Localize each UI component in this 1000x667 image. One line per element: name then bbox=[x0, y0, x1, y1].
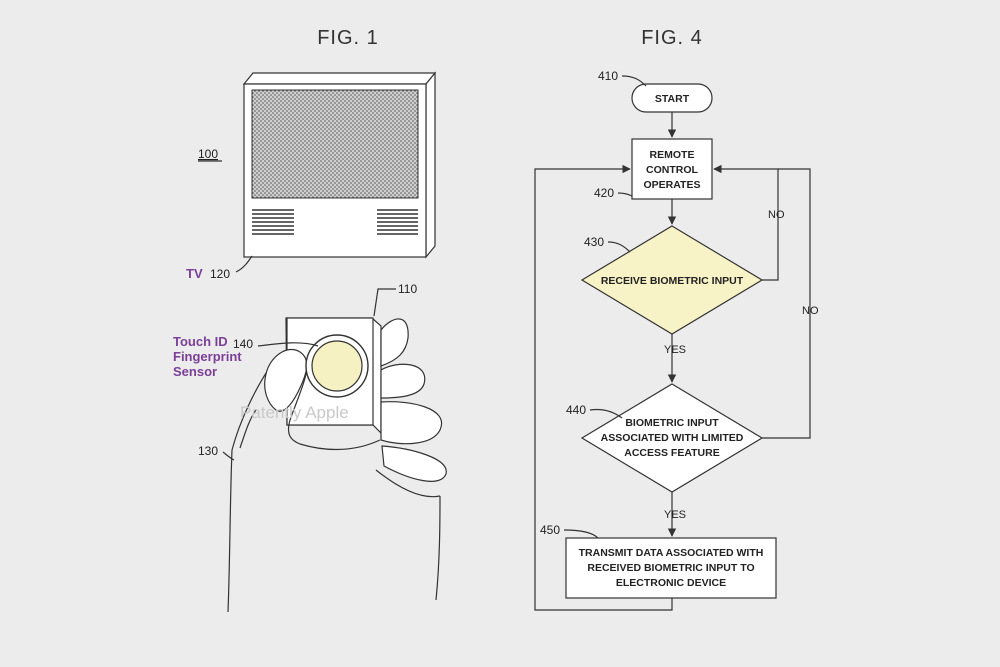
edge-label-no-1: NO bbox=[768, 209, 785, 221]
hand-outline bbox=[227, 351, 441, 613]
ref-remote-node: 420 bbox=[594, 186, 614, 200]
tv-speaker-left bbox=[252, 209, 294, 235]
tv-illustration bbox=[242, 71, 437, 259]
tv-side-face bbox=[425, 71, 436, 259]
ref-associated-node-leader bbox=[589, 408, 623, 419]
edge-label-yes-1: YES bbox=[664, 344, 686, 356]
tv-annotation: TV bbox=[186, 266, 203, 281]
tv-speaker-right bbox=[377, 209, 418, 235]
ref-sensor-label: 140 bbox=[233, 337, 253, 351]
remote-and-hand-illustration bbox=[227, 317, 447, 613]
tv-top-face bbox=[242, 72, 437, 85]
fig1: FIG. 1 100 TV 120 bbox=[173, 27, 447, 613]
associated-node-line3: ACCESS FEATURE bbox=[624, 447, 719, 459]
finger-ring bbox=[380, 401, 443, 445]
ref-system-label: 100 bbox=[198, 147, 218, 161]
remote-node-line2: CONTROL bbox=[646, 164, 698, 176]
fig1-title: FIG. 1 bbox=[317, 27, 379, 49]
ref-hand-label: 130 bbox=[198, 444, 218, 458]
sensor-annotation-line3: Sensor bbox=[173, 364, 217, 379]
sensor-annotation-line1: Touch ID bbox=[173, 334, 228, 349]
receive-node-label: RECEIVE BIOMETRIC INPUT bbox=[601, 275, 744, 287]
ref-sensor-leader bbox=[257, 342, 319, 347]
hand-crease bbox=[239, 409, 257, 449]
associated-node-line1: BIOMETRIC INPUT bbox=[625, 417, 719, 429]
remote-node-line3: OPERATES bbox=[644, 179, 701, 191]
transmit-node-line1: TRANSMIT DATA ASSOCIATED WITH bbox=[579, 547, 764, 559]
edge-label-yes-2: YES bbox=[664, 509, 686, 521]
ref-hand-leader bbox=[222, 451, 235, 461]
ref-remote-label: 110 bbox=[398, 282, 417, 296]
finger-middle bbox=[380, 363, 426, 399]
sensor-annotation-line2: Fingerprint bbox=[173, 349, 242, 364]
finger-pinky bbox=[381, 445, 447, 482]
transmit-node-line2: RECEIVED BIOMETRIC INPUT TO bbox=[587, 562, 754, 574]
watermark: Patently Apple bbox=[240, 403, 349, 422]
ref-tv-label: 120 bbox=[210, 267, 230, 281]
ref-receive-node-leader bbox=[607, 241, 631, 253]
start-node-label: START bbox=[655, 93, 690, 105]
ref-remote-leader bbox=[373, 288, 396, 317]
ref-start-leader bbox=[621, 75, 647, 87]
edge-transmit-return bbox=[534, 164, 673, 611]
edge-associated-no bbox=[762, 168, 811, 439]
associated-node-line2: ASSOCIATED WITH LIMITED bbox=[601, 432, 744, 444]
remote-node-line1: REMOTE bbox=[650, 149, 695, 161]
ref-remote-node-leader bbox=[617, 192, 633, 197]
thumb bbox=[264, 348, 308, 412]
fig4-title: FIG. 4 bbox=[641, 27, 703, 49]
fig4: FIG. 4 START 410 REMOTE CONTROL OPERATES… bbox=[534, 27, 819, 611]
ref-start: 410 bbox=[598, 69, 618, 83]
ref-associated-node: 440 bbox=[566, 403, 586, 417]
transmit-data-node bbox=[565, 537, 777, 599]
finger-top bbox=[380, 318, 409, 367]
tv-screen bbox=[251, 89, 419, 199]
ref-tv-leader bbox=[235, 255, 253, 273]
touch-id-sensor bbox=[311, 340, 363, 392]
ref-transmit-node: 450 bbox=[540, 523, 560, 537]
edge-receive-no bbox=[713, 164, 779, 281]
edge-label-no-2: NO bbox=[802, 305, 819, 317]
ref-receive-node: 430 bbox=[584, 235, 604, 249]
ref-transmit-node-leader bbox=[563, 529, 599, 539]
transmit-node-line3: ELECTRONIC DEVICE bbox=[616, 577, 726, 589]
